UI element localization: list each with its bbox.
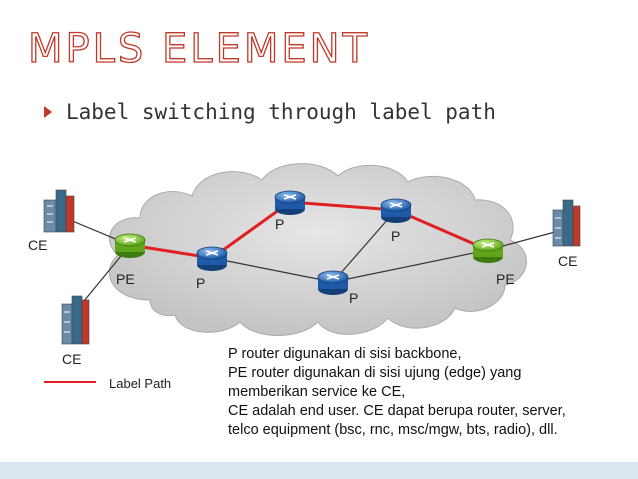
label-p-left: P — [196, 275, 205, 291]
label-p-bottom: P — [349, 290, 358, 306]
bullet-item: Label switching through label path — [44, 100, 496, 124]
pe-router-right-icon — [472, 238, 504, 263]
label-p-top: P — [275, 216, 284, 232]
network-cloud — [108, 163, 527, 336]
label-pe-left: PE — [116, 271, 135, 287]
ce-building-bottom — [61, 295, 90, 345]
description-text: P router digunakan di sisi backbone, PE … — [228, 345, 566, 440]
p-router-top-icon — [274, 190, 306, 215]
p-router-right-icon — [380, 198, 412, 223]
triangle-bullet-icon — [44, 106, 52, 118]
label-ce-right: CE — [558, 253, 577, 269]
footer-decoration — [0, 462, 638, 479]
description-line: memberikan service ke CE, — [228, 384, 406, 400]
slide-title: MPLS ELEMENT — [27, 25, 370, 72]
label-p-right: P — [391, 228, 400, 244]
bullet-text: Label switching through label path — [66, 100, 496, 124]
description-line: telco equipment (bsc, rnc, msc/mgw, bts,… — [228, 422, 558, 438]
description-line: CE adalah end user. CE dapat berupa rout… — [228, 403, 566, 419]
ce-building-right — [552, 199, 581, 247]
description-line: P router digunakan di sisi backbone, — [228, 346, 462, 362]
pe-router-left-icon — [114, 233, 146, 258]
label-pe-right: PE — [496, 271, 515, 287]
label-ce-bottom: CE — [62, 351, 81, 367]
legend-label: Label Path — [109, 376, 172, 391]
p-router-left-icon — [196, 246, 228, 271]
label-ce-left: CE — [28, 237, 47, 253]
p-router-bottom-icon — [317, 270, 349, 295]
description-line: PE router digunakan di sisi ujung (edge)… — [228, 365, 522, 381]
ce-building-left — [43, 189, 75, 233]
